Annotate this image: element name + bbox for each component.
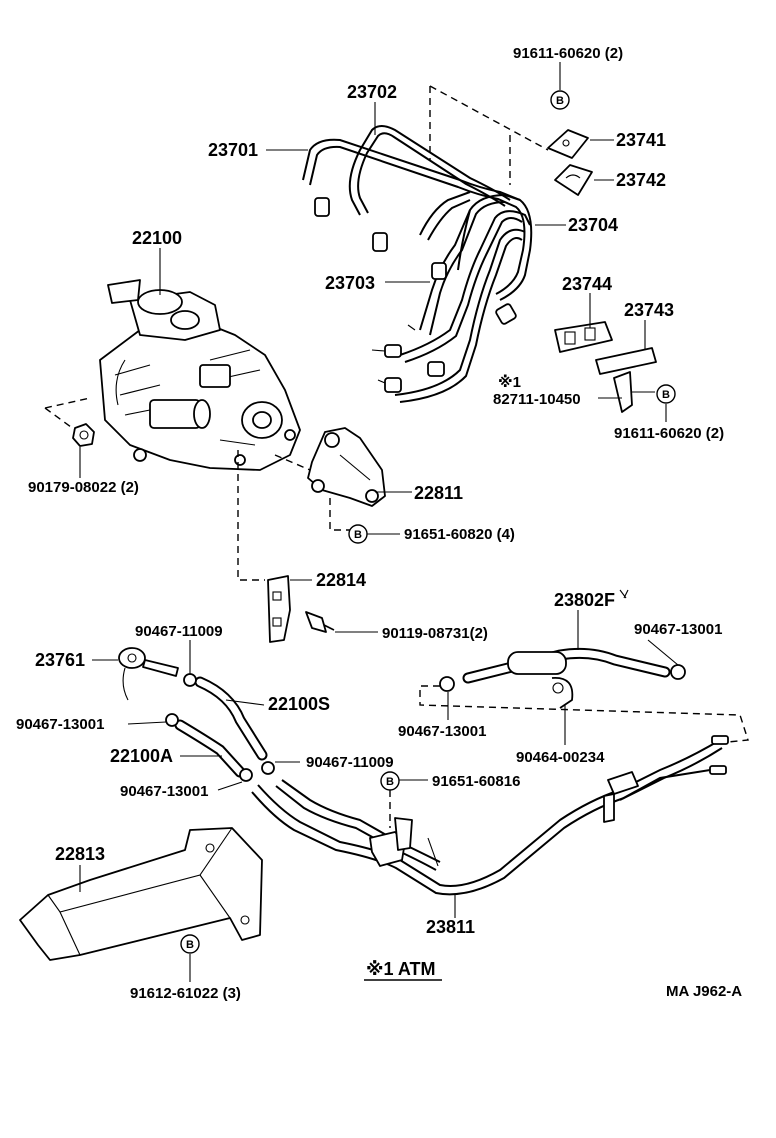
pump-bracket-22811 (307, 427, 386, 507)
label-23811: 23811 (426, 917, 475, 937)
nut-90179-08022 (72, 423, 95, 447)
label-star1: ※1 (498, 373, 521, 391)
fuel-tube-23811 (251, 735, 729, 896)
clamp-90464-00234 (551, 677, 574, 709)
label-22100S: 22100S (268, 694, 330, 714)
label-23744: 23744 (562, 274, 612, 294)
label-91611-60620-bottom: 91611-60620 (2) (614, 425, 724, 442)
label-23742: 23742 (616, 170, 666, 190)
label-23802F: 23802F (554, 590, 615, 610)
injection-pipe-set (302, 125, 533, 403)
figure-code: MA J962-A (666, 983, 742, 1000)
nut-guide-line (44, 407, 76, 431)
bolt-90119-08731 (305, 611, 335, 633)
label-23701: 23701 (208, 140, 258, 160)
support-bracket-22813 (19, 827, 263, 961)
label-22811: 22811 (414, 483, 463, 503)
label-90467-13001-d: 90467-13001 (120, 783, 208, 800)
label-22814: 22814 (316, 570, 366, 590)
label-91651-60820: 91651-60820 (4) (404, 526, 515, 543)
label-23743: 23743 (624, 300, 674, 320)
atm-note: ※1 ATM (366, 959, 436, 979)
injection-pump-22100 (99, 279, 301, 471)
label-22813: 22813 (55, 844, 105, 864)
label-91612-61022: 91612-61022 (3) (130, 985, 241, 1002)
label-23702: 23702 (347, 82, 397, 102)
pipe-clamp-23744 (554, 321, 613, 353)
bracket-guide-line (237, 450, 265, 581)
label-22100: 22100 (132, 228, 182, 248)
svg-text:B: B (662, 389, 670, 401)
leader-lines (79, 62, 679, 982)
label-90467-13001-c: 90467-13001 (398, 723, 486, 740)
bolt-marker: B (550, 90, 570, 110)
svg-text:B: B (186, 939, 194, 951)
fuel-hose-23802F (462, 647, 671, 684)
pipe-clamp-23741 (547, 129, 589, 159)
clamp-bracket-23743 (595, 347, 657, 413)
label-23703: 23703 (325, 273, 375, 293)
part-number-labels: 91611-60620 (2) 23702 23741 23701 23742 … (16, 45, 742, 1002)
bracket-guide-line (274, 454, 311, 471)
label-23704: 23704 (568, 215, 618, 235)
svg-text:B: B (556, 95, 564, 107)
bolt-marker: B (656, 384, 676, 404)
clamp-guide-line (429, 85, 549, 151)
label-90467-13001-a: 90467-13001 (634, 621, 722, 638)
label-91611-60620-top: 91611-60620 (2) (513, 45, 623, 62)
hose-guide-line (419, 685, 749, 743)
pipe-clamp-23742 (554, 164, 593, 196)
label-90119-08731: 90119-08731(2) (382, 625, 488, 642)
label-90467-11009-a: 90467-11009 (135, 623, 223, 640)
fuel-hose-22100A (174, 719, 246, 778)
label-90179-08022: 90179-08022 (2) (28, 479, 139, 496)
bolt-marker: B (348, 524, 368, 544)
bracket-22814 (267, 575, 291, 643)
label-82711-10450: 82711-10450 (493, 391, 581, 408)
label-90467-13001-b: 90467-13001 (16, 716, 104, 733)
bolt-marker: B (180, 934, 200, 954)
label-90464-00234: 90464-00234 (516, 749, 605, 766)
svg-text:B: B (354, 529, 362, 541)
svg-text:B: B (386, 776, 394, 788)
banjo-fitting-23761 (118, 647, 179, 701)
label-23741: 23741 (616, 130, 666, 150)
bolt-marker: B (380, 771, 400, 791)
label-90467-11009-b: 90467-11009 (306, 754, 394, 771)
label-23761: 23761 (35, 650, 85, 670)
nut-guide-line (44, 397, 91, 409)
label-22100A: 22100A (110, 746, 173, 766)
label-91651-60816: 91651-60816 (432, 773, 520, 790)
bolt-guide-line (329, 498, 350, 531)
